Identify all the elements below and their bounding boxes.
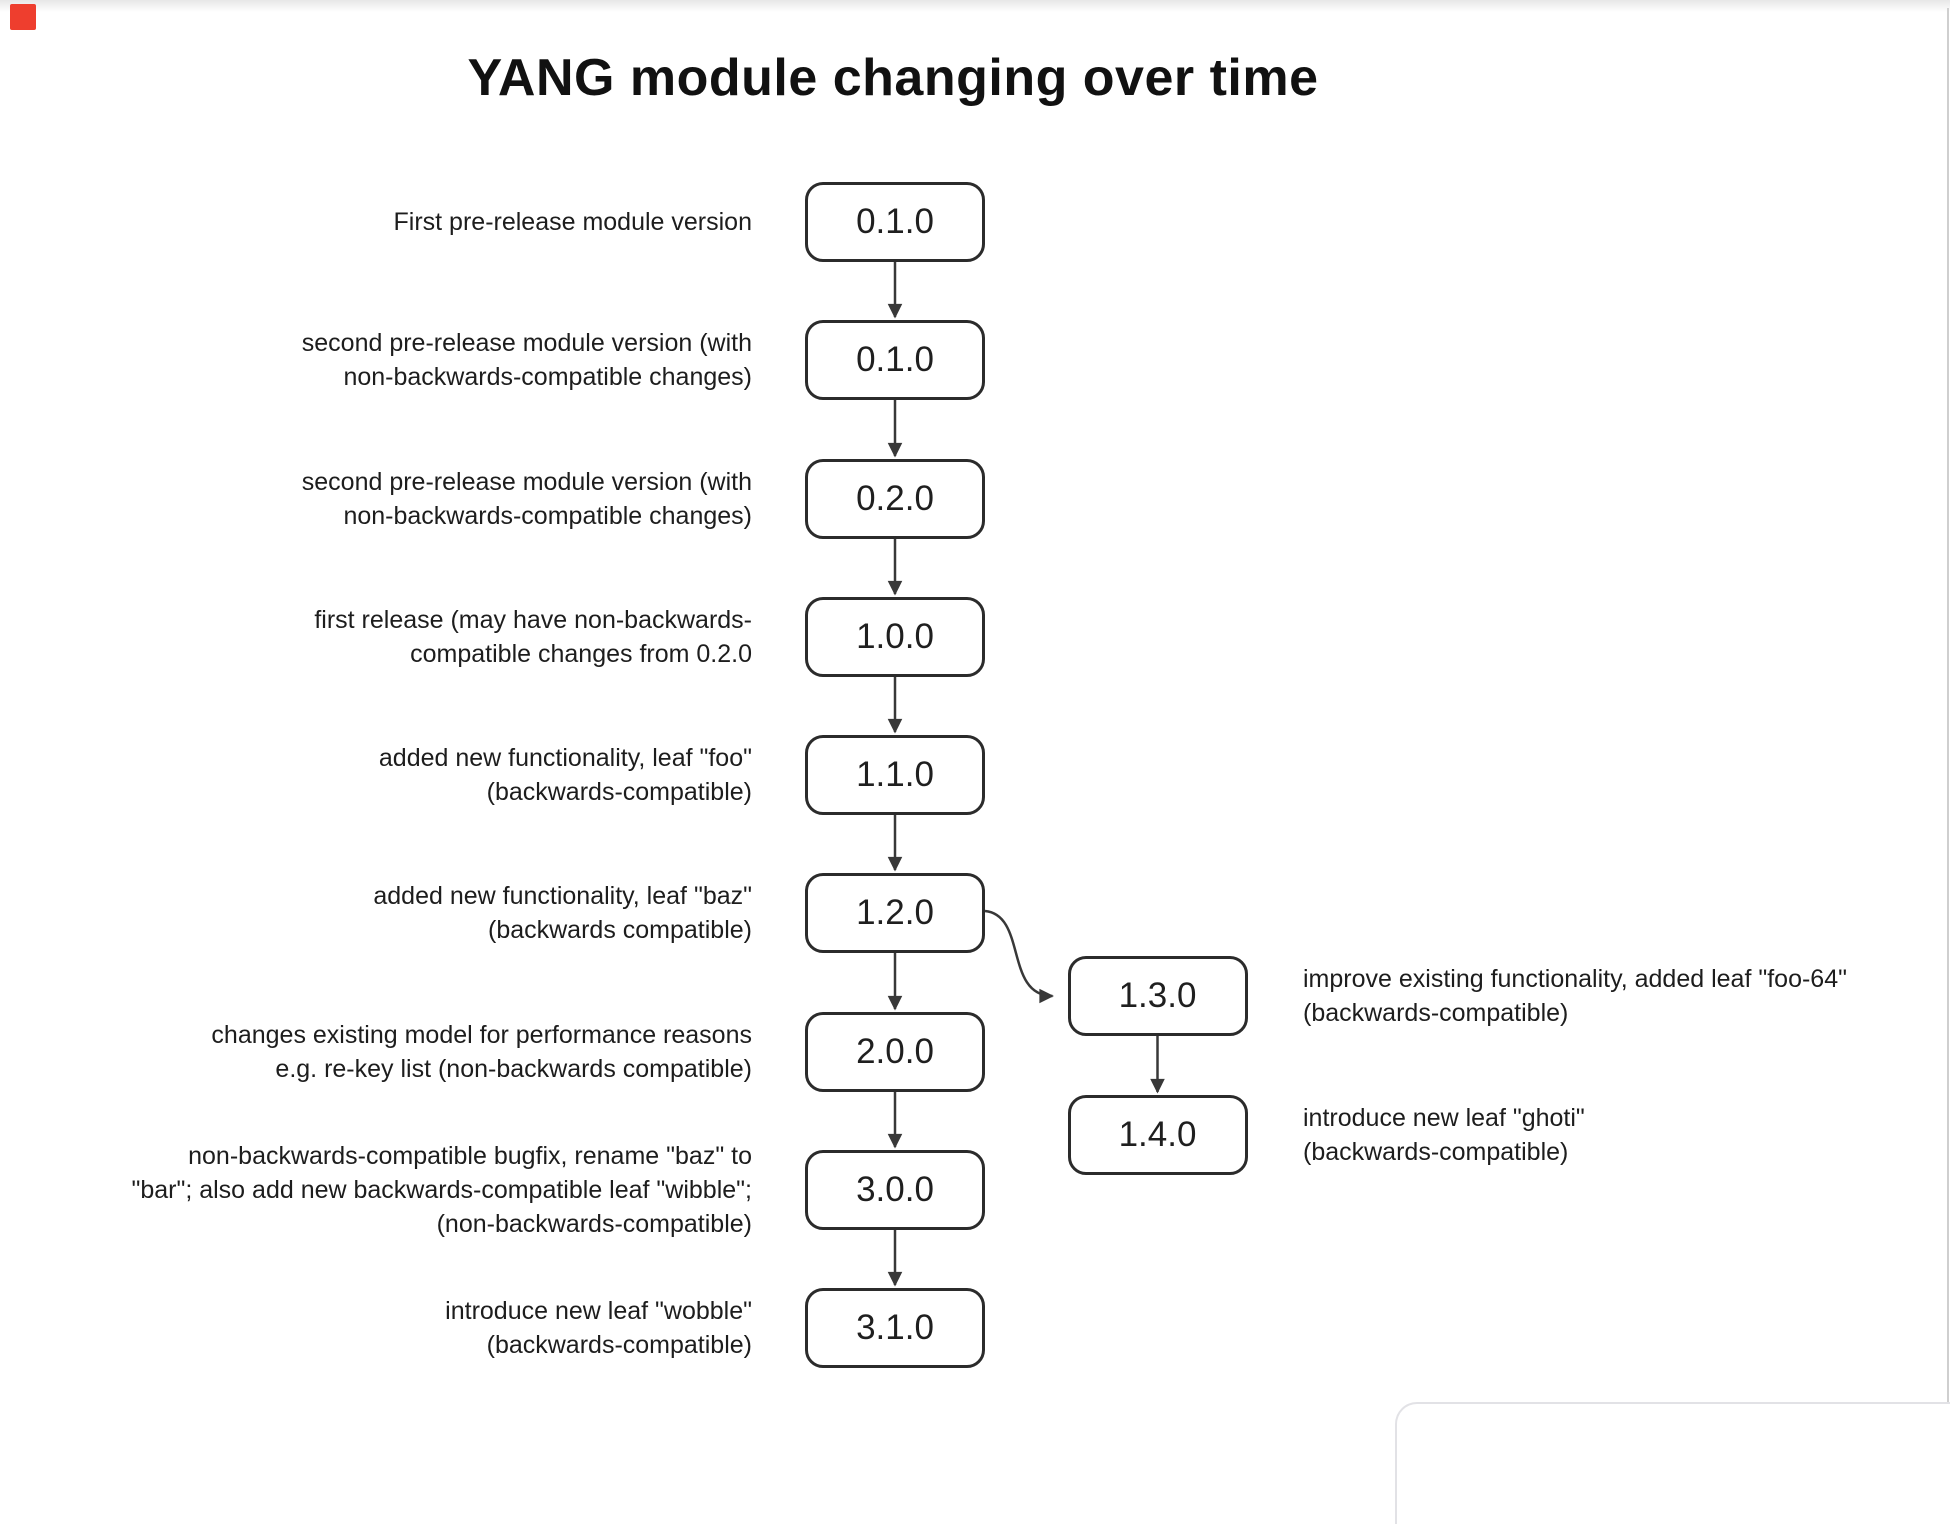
node-description-m7: non-backwards-compatible bugfix, rename …	[62, 1139, 752, 1241]
description-line: "bar"; also add new backwards-compatible…	[131, 1176, 752, 1204]
description-line: introduce new leaf "wobble"	[445, 1297, 752, 1325]
version-node-b0: 1.3.0	[1067, 956, 1248, 1036]
page-right-border	[1947, 8, 1949, 1410]
version-text: 0.1.0	[856, 202, 934, 241]
node-description-b0: improve existing functionality, added le…	[1303, 962, 1933, 1030]
description-line: First pre-release module version	[393, 208, 752, 236]
version-node-m7: 3.0.0	[805, 1150, 985, 1230]
description-line: added new functionality, leaf "foo"	[378, 744, 752, 772]
description-line: (backwards-compatible)	[486, 1331, 752, 1359]
description-line: changes existing model for performance r…	[211, 1021, 752, 1049]
version-text: 2.0.0	[856, 1032, 934, 1071]
version-text: 1.1.0	[856, 755, 934, 794]
version-text: 1.4.0	[1118, 1115, 1197, 1154]
node-description-b1: introduce new leaf "ghoti" (backwards-com…	[1303, 1101, 1933, 1169]
node-description-m2: second pre-release module version (with n…	[62, 465, 752, 533]
node-description-m3: first release (may have non-backwards-co…	[62, 603, 752, 671]
top-shadow	[0, 0, 1950, 12]
description-line: non-backwards-compatible changes)	[343, 363, 752, 391]
red-marker	[10, 4, 36, 30]
version-text: 1.0.0	[856, 617, 934, 656]
node-description-m6: changes existing model for performance r…	[62, 1018, 752, 1086]
edge-arrow-m5-b0	[984, 909, 1054, 1004]
version-node-m0: 0.1.0	[805, 182, 985, 262]
version-text: 3.1.0	[856, 1308, 934, 1347]
node-description-m0: First pre-release module version	[62, 205, 752, 239]
description-line: (backwards-compatible)	[1303, 999, 1569, 1027]
node-description-m5: added new functionality, leaf "baz" (back…	[62, 879, 752, 947]
description-line: introduce new leaf "ghoti"	[1303, 1104, 1585, 1132]
description-line: compatible changes from 0.2.0	[410, 640, 752, 668]
description-line: second pre-release module version (with	[301, 468, 752, 496]
description-line: non-backwards-compatible bugfix, rename …	[188, 1142, 752, 1170]
description-line: second pre-release module version (with	[301, 329, 752, 357]
node-description-m4: added new functionality, leaf "foo" (back…	[62, 741, 752, 809]
version-text: 3.0.0	[856, 1170, 934, 1209]
diagram-title: YANG module changing over time	[467, 49, 1319, 107]
description-line: added new functionality, leaf "baz"	[373, 882, 752, 910]
version-text: 0.2.0	[856, 479, 934, 518]
next-card-corner	[1395, 1402, 1950, 1524]
description-line: (backwards-compatible)	[486, 778, 752, 806]
description-line: improve existing functionality, added le…	[1303, 965, 1847, 993]
version-node-m4: 1.1.0	[805, 735, 985, 815]
version-node-m8: 3.1.0	[805, 1288, 985, 1368]
node-description-m8: introduce new leaf "wobble" (backwards-co…	[62, 1294, 752, 1362]
description-line: (backwards-compatible)	[1303, 1138, 1569, 1166]
version-node-m2: 0.2.0	[805, 459, 985, 539]
version-node-b1: 1.4.0	[1067, 1095, 1248, 1175]
description-line: (backwards compatible)	[488, 916, 752, 944]
description-line: non-backwards-compatible changes)	[343, 502, 752, 530]
description-line: first release (may have non-backwards-	[314, 606, 752, 634]
version-text: 1.3.0	[1118, 976, 1197, 1015]
description-line: (non-backwards-compatible)	[436, 1210, 752, 1238]
node-description-m1: second pre-release module version (with n…	[62, 326, 752, 394]
version-node-m5: 1.2.0	[805, 873, 985, 953]
version-node-m1: 0.1.0	[805, 320, 985, 400]
version-node-m6: 2.0.0	[805, 1012, 985, 1092]
version-text: 1.2.0	[856, 893, 934, 932]
description-line: e.g. re-key list (non-backwards compatib…	[275, 1055, 752, 1083]
version-text: 0.1.0	[856, 340, 934, 379]
version-node-m3: 1.0.0	[805, 597, 985, 677]
